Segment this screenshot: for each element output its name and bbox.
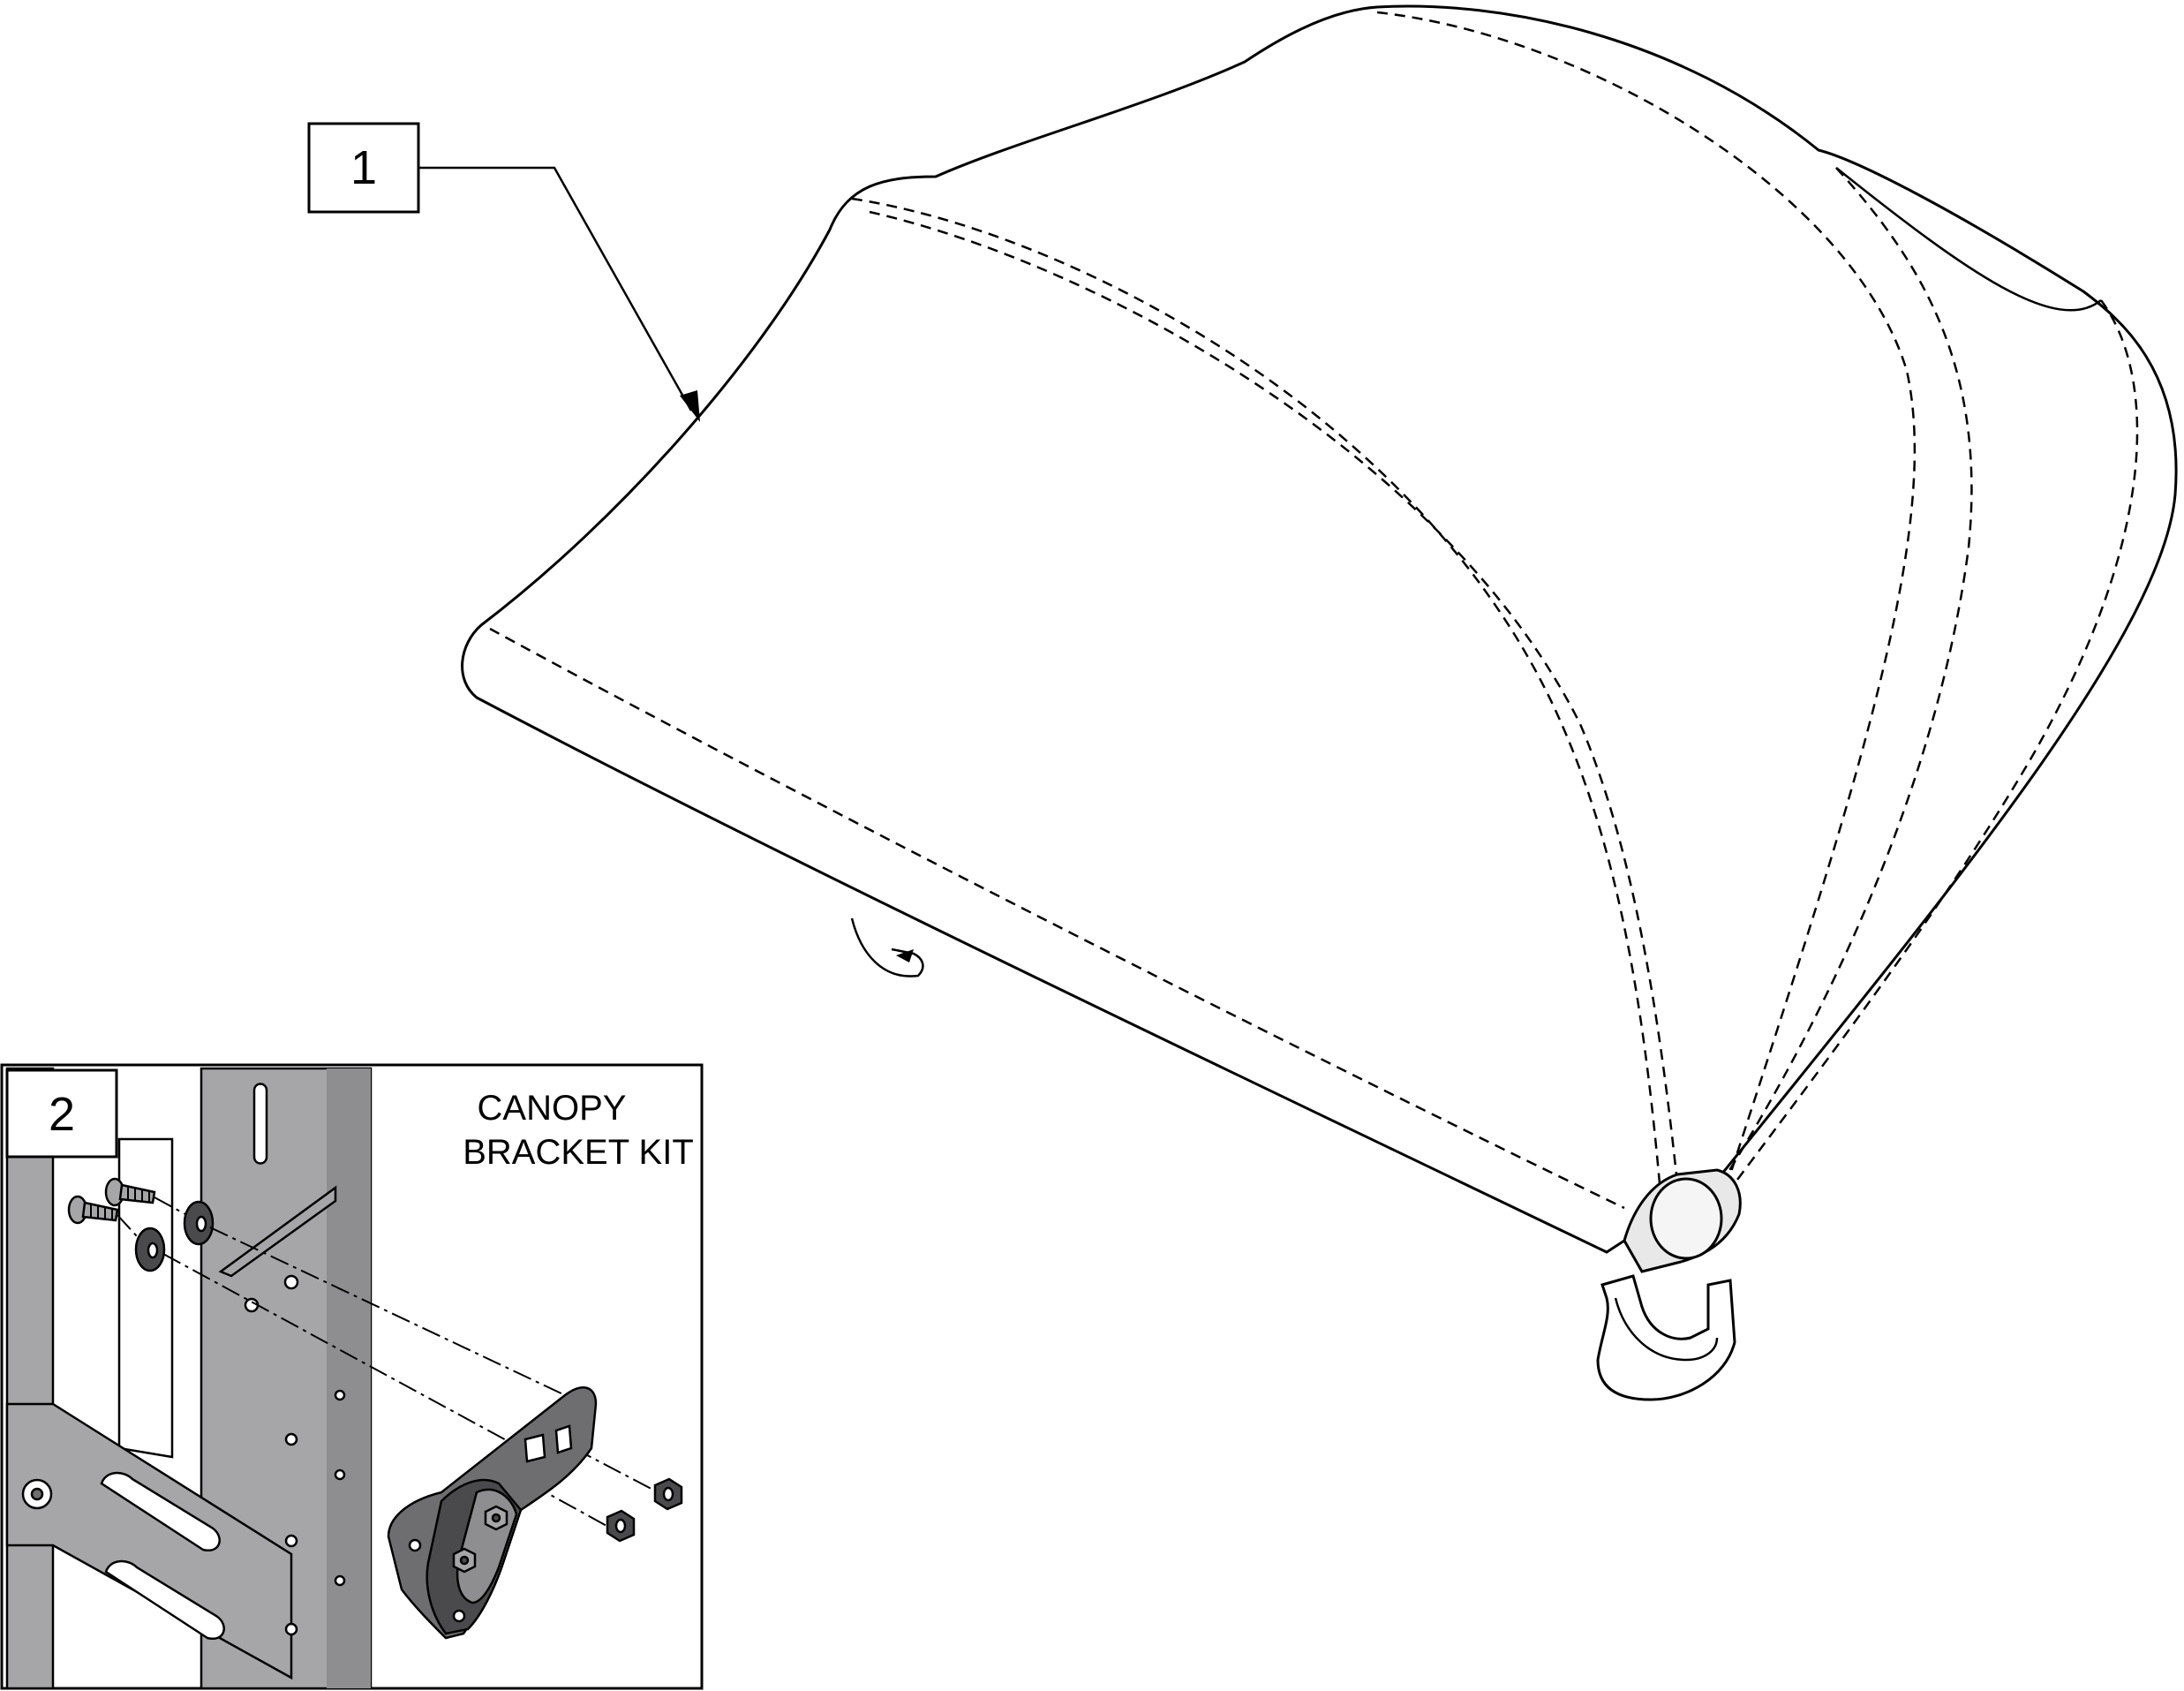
callout-1-box — [307, 122, 420, 214]
washers — [134, 1200, 215, 1272]
frame-rivet-inner — [30, 1487, 44, 1501]
frame-hole-2 — [284, 1534, 298, 1548]
assembly-line-1 — [154, 1197, 186, 1215]
canopy-side-seam — [1835, 167, 2102, 312]
callout-1-leader — [418, 166, 693, 411]
canopy-under-tab-arrow — [896, 949, 914, 963]
stitch-front-edge — [489, 627, 1625, 1210]
canopy-bracket — [387, 1386, 598, 1640]
callout-2-number: 2 — [49, 1088, 75, 1141]
callout-1-number: 1 — [350, 141, 377, 194]
frame-hole-3 — [284, 1622, 298, 1636]
bracket-slot-2 — [554, 1424, 573, 1454]
bracket-hole-1 — [408, 1538, 422, 1552]
inset-title-line2: BRACKET KIT — [463, 1133, 694, 1172]
washer-1-hole — [195, 1215, 207, 1233]
screws — [67, 1177, 156, 1225]
hub-clip-inner — [1614, 1297, 1719, 1362]
canopy-bracket-kit-inset: 2 CANOPY BRACKET KIT — [0, 1063, 704, 1690]
lock-nuts — [606, 1477, 683, 1543]
hub-knob — [1649, 1177, 1723, 1260]
frame-hole-4 — [334, 1389, 346, 1401]
washer-2-hole — [147, 1242, 159, 1259]
assembly-line-2 — [117, 1214, 138, 1237]
frame-seat-rail-slot1 — [100, 1471, 221, 1552]
frame-slot-top — [252, 1083, 268, 1165]
stitch-panel-3 — [1376, 11, 1917, 1175]
canopy-side-hub — [1596, 1168, 1742, 1401]
screw-2 — [67, 1195, 119, 1225]
stitch-panel-4 — [1720, 167, 1973, 1184]
frame-hole-1 — [284, 1432, 298, 1446]
lock-nut-2-hole — [614, 1518, 627, 1534]
frame-seat-rail — [5, 1402, 293, 1680]
frame-tube-left — [5, 1067, 55, 1690]
screw-1 — [104, 1177, 156, 1207]
bracket-slot-1 — [523, 1433, 546, 1463]
callout-1: 1 — [307, 122, 700, 422]
frame-tube-main-shade — [327, 1068, 371, 1688]
frame-hole-6 — [334, 1574, 346, 1587]
assembly-lines — [117, 1197, 667, 1533]
hub-clip — [1596, 1274, 1736, 1401]
canopy — [461, 4, 2178, 1254]
inset-title-line1: CANOPY — [478, 1089, 627, 1128]
callout-2-box — [5, 1068, 118, 1159]
frame-hole-5 — [334, 1468, 346, 1481]
bracket-nut-1-hole — [491, 1513, 501, 1523]
canopy-under-tab — [850, 917, 924, 978]
bracket-plate-hole-1 — [283, 1274, 299, 1290]
bracket-hole-2 — [452, 1609, 466, 1623]
frame-bend — [218, 1185, 337, 1278]
assembly-line-5 — [573, 1447, 667, 1498]
canopy-body — [461, 4, 2178, 1254]
assembly-line-4 — [162, 1253, 522, 1449]
stitch-panel-2 — [869, 210, 1679, 1184]
stitch-panel-5 — [1734, 299, 2139, 1184]
frame-cutout — [117, 1137, 174, 1459]
assembly-line-3 — [209, 1227, 566, 1396]
lock-nut-1-hole — [662, 1486, 674, 1502]
frame-seat-rail-slot2 — [104, 1559, 225, 1641]
callout-1-arrowhead — [680, 390, 700, 422]
bracket-nut-2-hole — [459, 1555, 470, 1566]
frame-tube — [5, 1067, 373, 1690]
